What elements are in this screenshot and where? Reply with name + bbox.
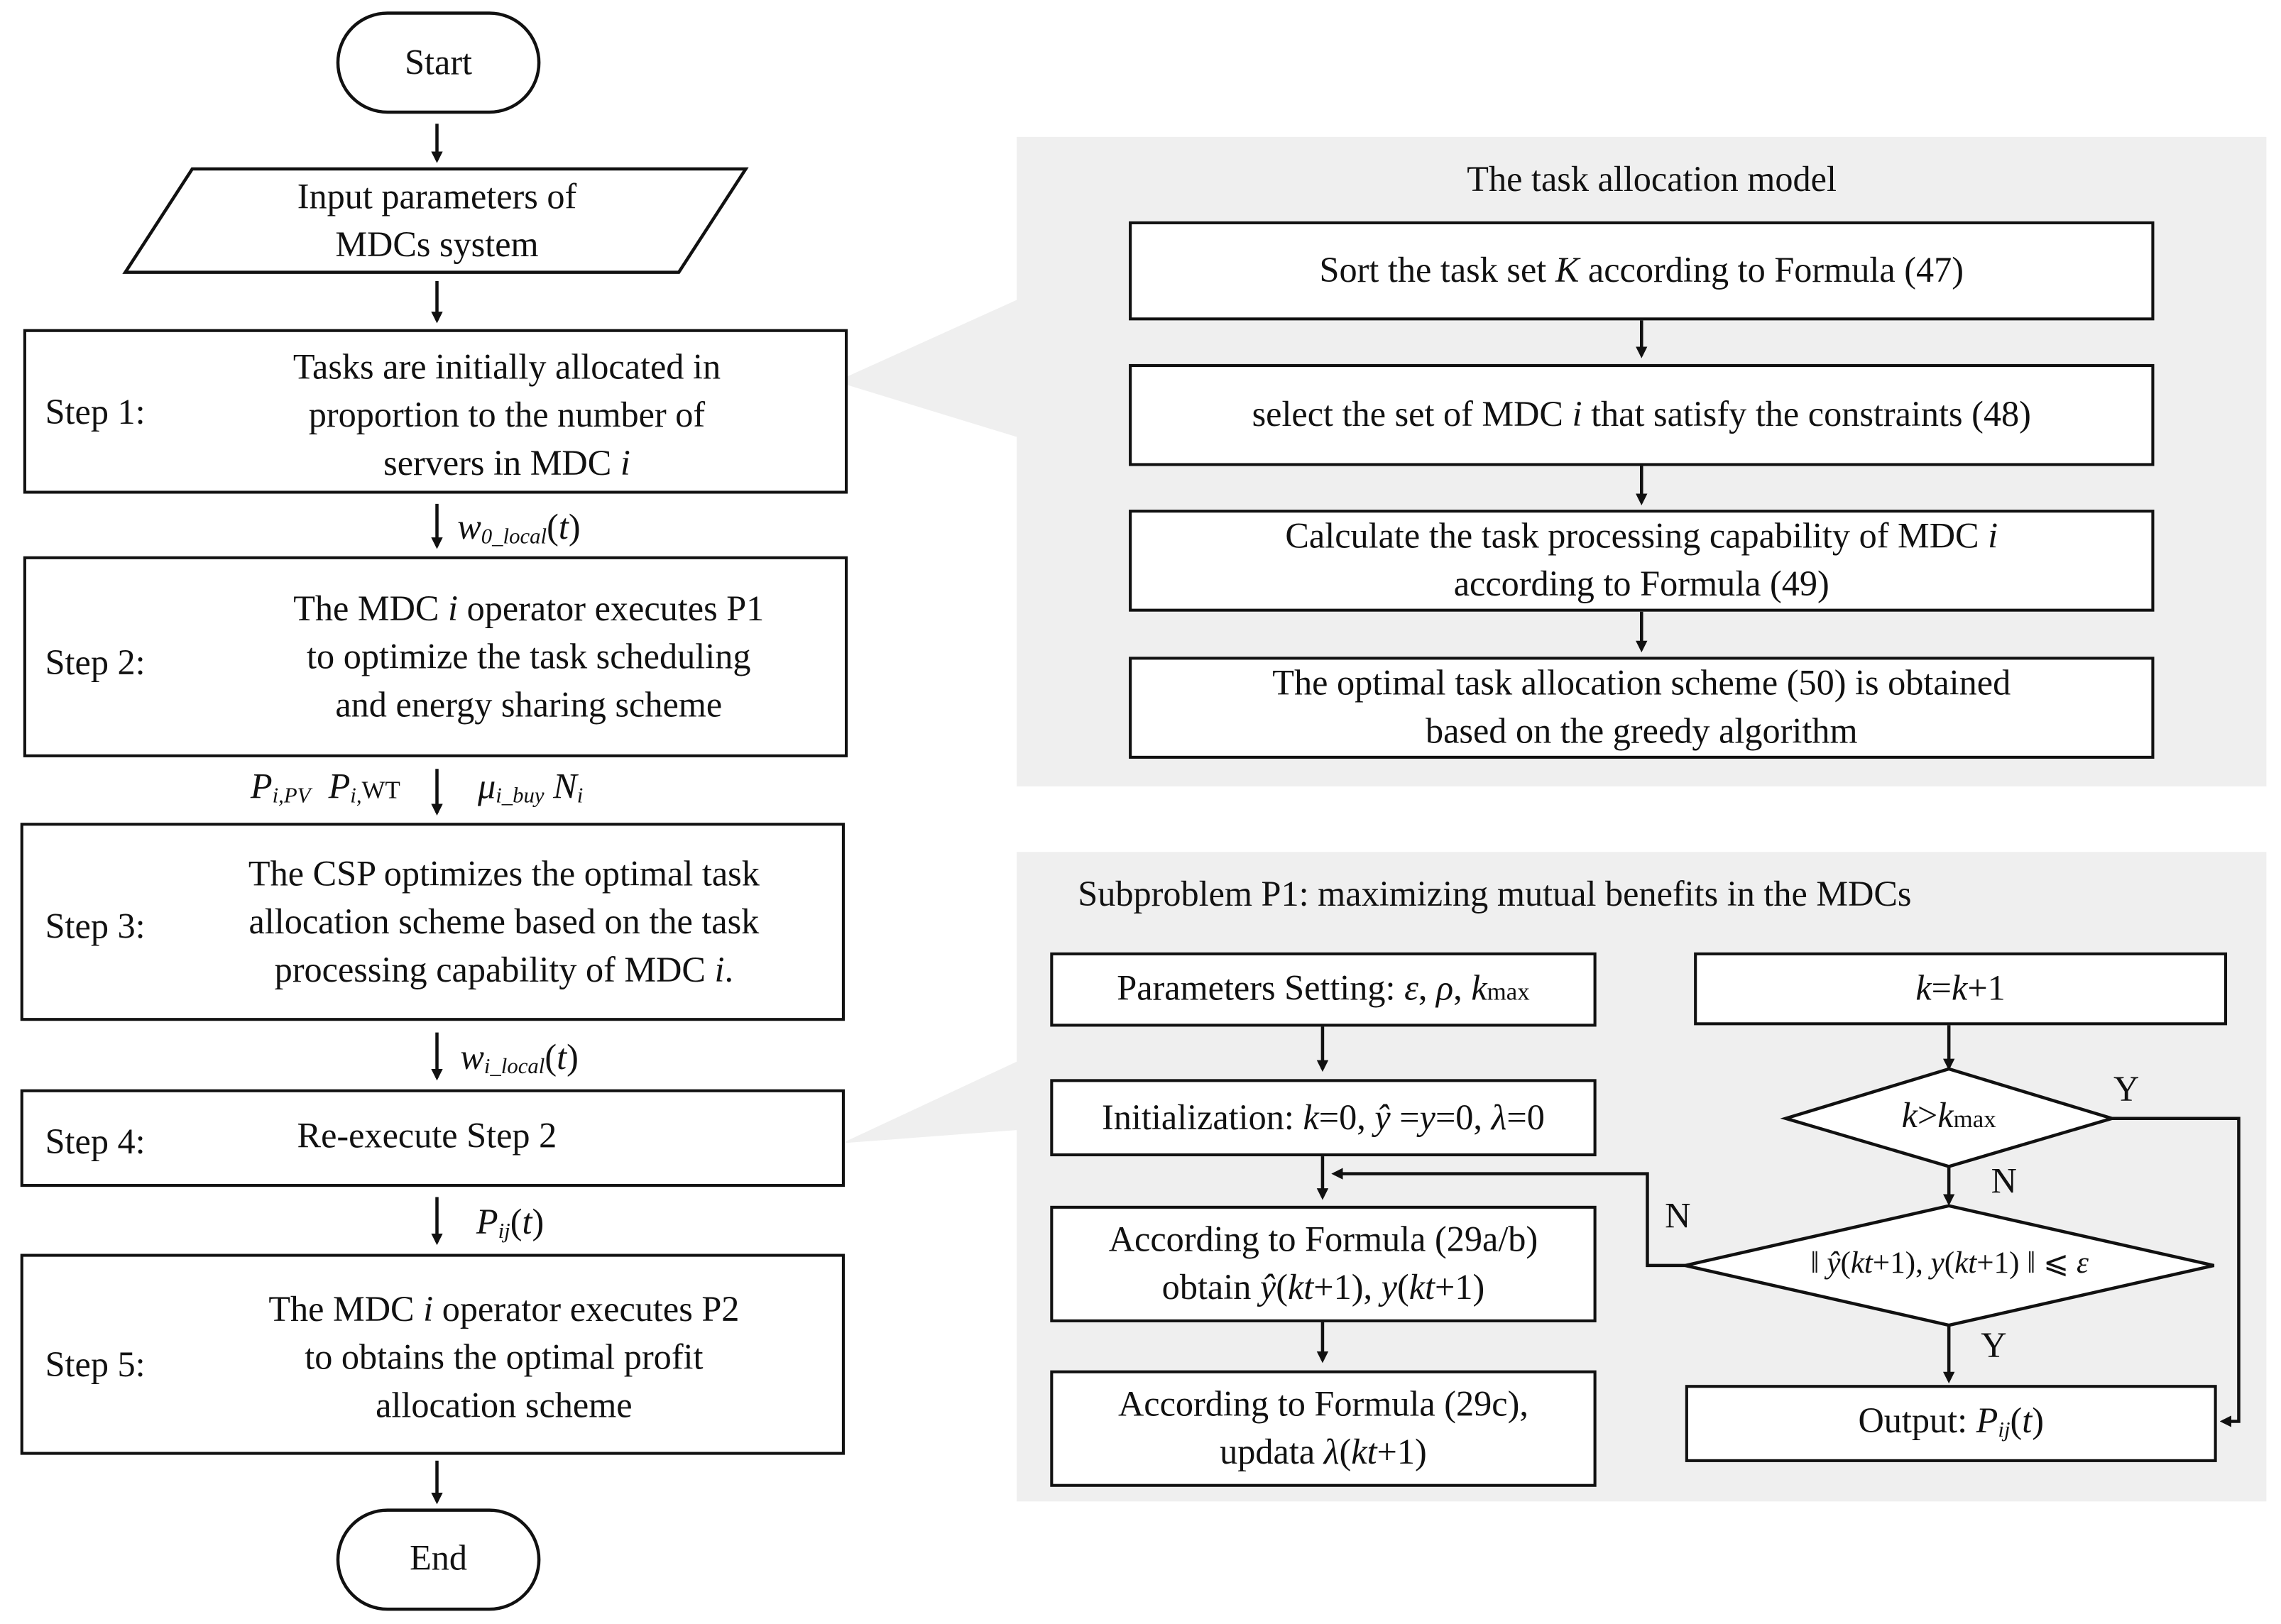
formula-c-text: According to Formula (29c), updata λ(kt+… [1053, 1381, 1593, 1476]
params-box: Parameters Setting: ε, ρ, kmax [1050, 952, 1597, 1027]
formula-ab-box: According to Formula (29a/b) obtain ŷ(kt… [1050, 1205, 1597, 1322]
step1-line-2: proportion to the number of [308, 396, 706, 436]
formula-c-line-1: According to Formula (29c), [1118, 1385, 1528, 1425]
input-label: Input parameters of MDCs system [160, 173, 714, 269]
task-box-capability: Calculate the task processing capability… [1129, 510, 2155, 612]
output-box: Output: Pij(t) [1685, 1385, 2217, 1462]
step3-line-1: The CSP optimizes the optimal task [248, 855, 760, 894]
step4-text: Re-execute Step 2 [297, 1116, 557, 1157]
task-model-callout [836, 300, 1017, 437]
step2-box: Step 2: The MDC i operator executes P1 t… [23, 556, 848, 757]
decision-kmax-diamond [1780, 1067, 2118, 1168]
end-label: End [410, 1539, 468, 1579]
decision-convergence-text: ‖ ŷ(kt+1), y(kt+1) ‖ ⩽ ε [1810, 1245, 2089, 1280]
step3-label: Step 3: [45, 907, 146, 947]
end-terminal [336, 1508, 541, 1611]
step3-line-2: allocation scheme based on the task [248, 903, 760, 943]
arrow1-label: w0_local(t) [457, 508, 581, 549]
arrow4-label: Pij(t) [476, 1202, 545, 1244]
task-box-capability-line-2: according to Formula (49) [1453, 565, 1829, 605]
step5-line-3: allocation scheme [376, 1386, 633, 1426]
decision-convergence-no-label: N [1665, 1197, 1691, 1236]
step3-line-3: processing capability of MDC i. [274, 950, 734, 991]
task-box-greedy-line-2: based on the greedy algorithm [1425, 712, 1858, 752]
formula-ab-line-2: obtain ŷ(kt+1), y(kt+1) [1161, 1268, 1485, 1308]
step2-label: Step 2: [45, 643, 146, 684]
arrow2-label-left: Pi,PV Pi,WT [250, 767, 400, 808]
step5-text: The MDC i operator executes P2 to obtain… [198, 1286, 810, 1430]
input-line-1: Input parameters of [297, 177, 577, 217]
task-box-select-text: select the set of MDC i that satisfy the… [1252, 395, 2031, 435]
step3-box: Step 3: The CSP optimizes the optimal ta… [20, 823, 845, 1021]
subproblem-title: Subproblem P1: maximizing mutual benefit… [1078, 875, 1912, 915]
task-box-sort: Sort the task set K according to Formula… [1129, 221, 2155, 321]
task-box-greedy-text: The optimal task allocation scheme (50) … [1132, 659, 2151, 755]
increment-box: k=k+1 [1694, 952, 2228, 1026]
step4-box: Step 4: Re-execute Step 2 [20, 1089, 845, 1187]
params-text: Parameters Setting: ε, ρ, kmax [1117, 968, 1530, 1008]
input-parallelogram [122, 167, 749, 274]
formula-ab-text: According to Formula (29a/b) obtain ŷ(kt… [1053, 1216, 1593, 1312]
task-box-capability-text: Calculate the task processing capability… [1132, 512, 2151, 608]
step3-text: The CSP optimizes the optimal task alloc… [184, 850, 825, 994]
step4-label: Step 4: [45, 1122, 146, 1163]
increment-text: k=k+1 [1915, 969, 2006, 1009]
formula-ab-line-1: According to Formula (29a/b) [1108, 1220, 1538, 1260]
task-allocation-title: The task allocation model [1467, 160, 1837, 200]
arrow3-label: wi_local(t) [460, 1038, 579, 1080]
step5-line-1: The MDC i operator executes P2 [268, 1290, 740, 1330]
arrow2-label-right: μi_buy Ni [477, 767, 584, 808]
output-text: Output: Pij(t) [1858, 1400, 2045, 1442]
input-line-2: MDCs system [335, 226, 539, 265]
init-text: Initialization: k=0, ŷ =y=0, λ=0 [1102, 1097, 1545, 1138]
step5-box: Step 5: The MDC i operator executes P2 t… [20, 1253, 845, 1455]
task-box-greedy-line-1: The optimal task allocation scheme (50) … [1272, 664, 2011, 703]
step2-text: The MDC i operator executes P1 to optimi… [216, 586, 842, 730]
step2-line-2: to optimize the task scheduling [307, 637, 751, 678]
task-box-select: select the set of MDC i that satisfy the… [1129, 363, 2155, 466]
step2-line-3: and energy sharing scheme [335, 686, 723, 725]
subproblem-callout [841, 1061, 1017, 1143]
step5-label: Step 5: [45, 1345, 146, 1386]
decision-kmax-text: k>kmax [1901, 1096, 1996, 1136]
formula-c-box: According to Formula (29c), updata λ(kt+… [1050, 1370, 1597, 1487]
step1-text: Tasks are initially allocated in proport… [216, 344, 799, 488]
step1-line-3: servers in MDC i [383, 444, 630, 484]
step5-line-2: to obtains the optimal profit [305, 1338, 704, 1378]
decision-kmax-no-label: N [1991, 1162, 2017, 1202]
start-terminal [336, 11, 541, 114]
step1-line-1: Tasks are initially allocated in [292, 348, 721, 388]
formula-c-line-2: updata λ(kt+1) [1220, 1432, 1427, 1473]
arrow-decision1-yes-output [2111, 1116, 2241, 1427]
init-box: Initialization: k=0, ŷ =y=0, λ=0 [1050, 1079, 1597, 1157]
task-box-greedy: The optimal task allocation scheme (50) … [1129, 657, 2155, 759]
start-label: Start [405, 43, 473, 83]
step1-box: Step 1: Tasks are initially allocated in… [23, 329, 848, 494]
arrow-decision2-no-loop [1331, 1168, 1685, 1268]
decision-kmax-yes-label: Y [2113, 1070, 2140, 1110]
step1-label: Step 1: [45, 393, 146, 433]
task-box-sort-text: Sort the task set K according to Formula… [1319, 251, 1964, 291]
decision-convergence-diamond [1685, 1204, 2215, 1327]
step2-line-1: The MDC i operator executes P1 [293, 589, 765, 630]
decision-convergence-yes-label: Y [1981, 1327, 2007, 1366]
